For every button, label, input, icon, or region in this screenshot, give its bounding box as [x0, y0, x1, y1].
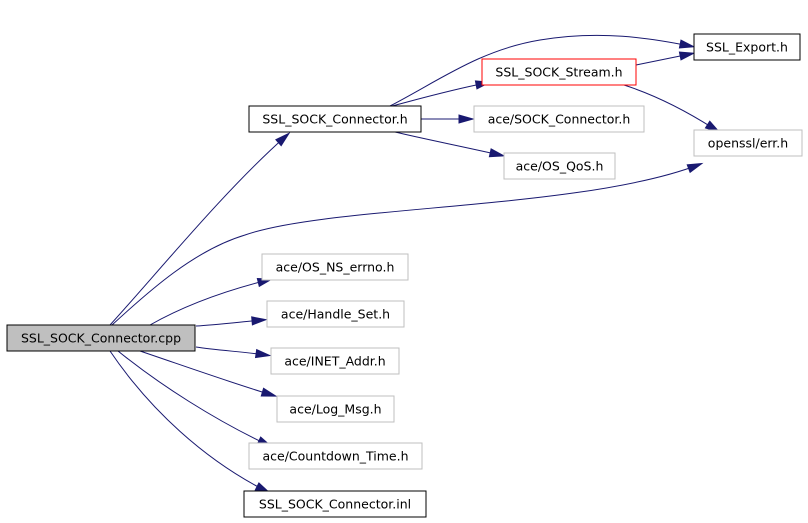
- node-label: SSL_SOCK_Connector.h: [262, 112, 407, 127]
- node-export-h[interactable]: SSL_Export.h: [693, 33, 801, 61]
- node-root[interactable]: SSL_SOCK_Connector.cpp: [6, 324, 196, 352]
- arrowhead: [275, 132, 291, 147]
- arrowhead: [458, 114, 475, 124]
- edge-conn_h-to-stream_h: [391, 80, 492, 107]
- node-ace-countdown[interactable]: ace/Countdown_Time.h: [248, 442, 423, 470]
- edge-root-to-ace_countdown: [117, 350, 274, 448]
- node-label: ace/OS_NS_errno.h: [276, 260, 395, 275]
- node-ace-sock-conn[interactable]: ace/SOCK_Connector.h: [473, 105, 645, 133]
- arrowhead: [251, 316, 268, 326]
- arrowhead: [254, 348, 272, 359]
- node-box: [248, 442, 423, 470]
- node-label: ace/Countdown_Time.h: [262, 449, 408, 464]
- node-box: [481, 58, 637, 86]
- edge-root-to-ace_inet: [195, 346, 272, 359]
- edge-root-to-openssl_err: [111, 162, 704, 326]
- arrowhead: [686, 162, 704, 174]
- node-stream-h[interactable]: SSL_SOCK_Stream.h: [481, 58, 637, 86]
- edge-stream_h-to-export_h: [635, 51, 696, 66]
- node-box: [693, 129, 803, 157]
- arrowhead: [678, 51, 696, 61]
- node-label: SSL_SOCK_Connector.cpp: [21, 331, 181, 346]
- node-ace-errno[interactable]: ace/OS_NS_errno.h: [261, 253, 409, 281]
- node-ace-log[interactable]: ace/Log_Msg.h: [276, 395, 395, 423]
- node-box: [243, 490, 427, 518]
- arrowhead: [488, 148, 506, 158]
- node-box: [261, 253, 409, 281]
- node-label: SSL_Export.h: [706, 40, 788, 55]
- node-box: [503, 152, 616, 180]
- node-box: [473, 105, 645, 133]
- node-label: ace/Log_Msg.h: [289, 402, 381, 417]
- node-box: [266, 300, 405, 328]
- node-label: ace/Handle_Set.h: [281, 307, 390, 322]
- node-openssl-err[interactable]: openssl/err.h: [693, 129, 803, 157]
- graph-edges: [109, 34, 721, 494]
- node-label: SSL_SOCK_Stream.h: [495, 65, 622, 80]
- edge-root-to-conn_h: [109, 132, 291, 326]
- arrowhead: [678, 39, 696, 49]
- node-ace-handle[interactable]: ace/Handle_Set.h: [266, 300, 405, 328]
- node-box: [6, 324, 196, 352]
- arrowhead: [260, 387, 278, 397]
- node-box: [270, 347, 400, 375]
- node-label: openssl/err.h: [708, 136, 788, 151]
- edge-root-to-conn_inl: [109, 350, 272, 494]
- node-ace-qos[interactable]: ace/OS_QoS.h: [503, 152, 616, 180]
- node-box: [693, 33, 801, 61]
- node-conn-h[interactable]: SSL_SOCK_Connector.h: [248, 105, 422, 133]
- node-conn-inl[interactable]: SSL_SOCK_Connector.inl: [243, 490, 427, 518]
- edge-conn_h-to-ace_qos: [394, 131, 506, 158]
- edge-root-to-ace_log: [139, 350, 278, 397]
- node-label: ace/INET_Addr.h: [284, 354, 385, 369]
- node-box: [276, 395, 395, 423]
- edge-root-to-ace_handle: [195, 316, 268, 327]
- node-box: [248, 105, 422, 133]
- node-label: ace/SOCK_Connector.h: [488, 112, 631, 127]
- graph-nodes: SSL_SOCK_Connector.cppSSL_SOCK_Connector…: [6, 33, 803, 518]
- edge-conn_h-to-export_h: [389, 34, 696, 107]
- node-ace-inet[interactable]: ace/INET_Addr.h: [270, 347, 400, 375]
- node-label: ace/OS_QoS.h: [516, 159, 604, 174]
- node-label: SSL_SOCK_Connector.inl: [259, 497, 411, 512]
- edge-conn_h-to-ace_sock_conn: [420, 114, 475, 124]
